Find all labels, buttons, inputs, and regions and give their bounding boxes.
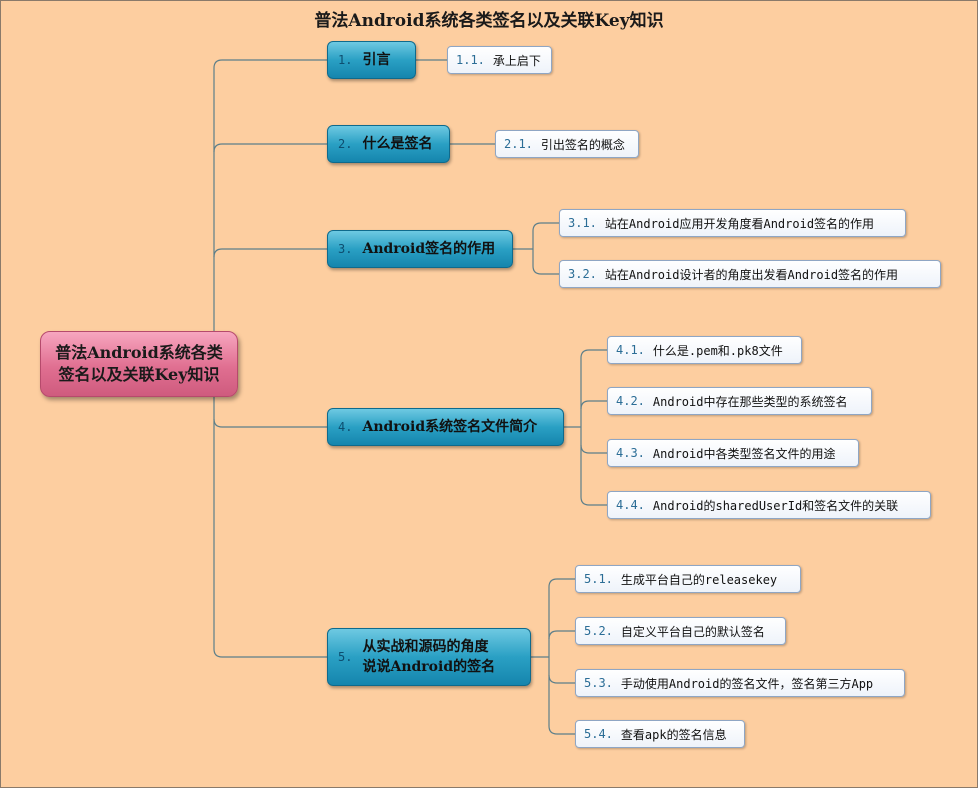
branch-label: 什么是签名 [362,136,433,152]
leaf-connector [548,630,575,640]
leaf-number: 5.1. [584,572,613,586]
leaf-connector [532,265,559,275]
leaf-node-5-1[interactable]: 5.1. 生成平台自己的releasekey [575,565,801,593]
leaf-node-1-1[interactable]: 1.1. 承上启下 [447,46,552,74]
branch-number: 5. [338,650,353,664]
leaf-connector [580,349,607,359]
leaf-node-3-2[interactable]: 3.2. 站在Android设计者的角度出发看Android签名的作用 [559,260,941,288]
leaf-label: Android中各类型签名文件的用途 [652,446,836,461]
branch-number: 2. [338,137,353,151]
leaf-label: Android中存在那些类型的系统签名 [652,394,848,409]
leaf-node-4-1[interactable]: 4.1. 什么是.pem和.pk8文件 [607,336,802,364]
leaf-label: 站在Android设计者的角度出发看Android签名的作用 [604,267,899,282]
leaf-number: 3.2. [568,267,597,281]
branch-connector [213,418,327,428]
leaf-node-2-1[interactable]: 2.1. 引出签名的概念 [495,130,639,158]
leaf-node-4-2[interactable]: 4.2. Android中存在那些类型的系统签名 [607,387,872,415]
branch-number: 4. [338,420,353,434]
branch-node-4[interactable]: 4. Android系统签名文件简介 [327,408,564,446]
leaf-number: 4.3. [616,446,645,460]
branch-label: Android签名的作用 [362,241,496,257]
leaf-label: 手动使用Android的签名文件，签名第三方App [620,676,874,691]
leaf-number: 3.1. [568,216,597,230]
leaf-label: 引出签名的概念 [540,137,625,152]
leaf-connector [580,400,607,410]
leaf-label: 生成平台自己的releasekey [620,572,778,587]
leaf-connector [580,444,607,454]
page-title: 普法Android系统各类签名以及关联Key知识 [314,11,664,31]
leaf-connector [548,725,575,735]
leaf-number: 4.4. [616,498,645,512]
leaf-connector [548,674,575,684]
leaf-label: 自定义平台自己的默认签名 [620,624,765,639]
leaf-node-4-3[interactable]: 4.3. Android中各类型签名文件的用途 [607,439,859,467]
leaf-connector [548,578,575,588]
leaf-label: 查看apk的签名信息 [620,727,727,742]
leaf-number: 4.2. [616,394,645,408]
leaf-node-5-3[interactable]: 5.3. 手动使用Android的签名文件，签名第三方App [575,669,905,697]
branch-node-3[interactable]: 3. Android签名的作用 [327,230,513,268]
leaf-label: 承上启下 [492,53,541,68]
leaf-number: 4.1. [616,343,645,357]
leaf-number: 1.1. [456,53,485,67]
branch-label: 从实战和源码的角度 说说Android的签名 [362,639,496,675]
leaf-node-3-1[interactable]: 3.1. 站在Android应用开发角度看Android签名的作用 [559,209,906,237]
branch-node-2[interactable]: 2. 什么是签名 [327,125,450,163]
leaf-number: 2.1. [504,137,533,151]
leaf-number: 5.3. [584,676,613,690]
branch-connector [213,143,327,153]
branch-node-5[interactable]: 5. 从实战和源码的角度 说说Android的签名 [327,628,531,686]
branch-label: Android系统签名文件简介 [362,419,538,435]
root-node[interactable]: 普法Android系统各类 签名以及关联Key知识 [40,331,238,397]
leaf-number: 5.2. [584,624,613,638]
leaf-node-5-2[interactable]: 5.2. 自定义平台自己的默认签名 [575,617,786,645]
branch-label: 引言 [362,52,391,68]
leaf-label: 站在Android应用开发角度看Android签名的作用 [604,216,875,231]
leaf-node-4-4[interactable]: 4.4. Android的sharedUserId和签名文件的关联 [607,491,931,519]
leaf-label: Android的sharedUserId和签名文件的关联 [652,498,899,513]
branch-number: 3. [338,242,353,256]
branch-connector [213,648,327,658]
leaf-node-5-4[interactable]: 5.4. 查看apk的签名信息 [575,720,745,748]
branch-connector [213,248,327,258]
branch-connector [213,59,327,69]
branch-node-1[interactable]: 1. 引言 [327,41,416,79]
branch-number: 1. [338,53,353,67]
leaf-connector [580,496,607,506]
leaf-number: 5.4. [584,727,613,741]
leaf-connector [532,222,559,232]
leaf-label: 什么是.pem和.pk8文件 [652,343,783,358]
